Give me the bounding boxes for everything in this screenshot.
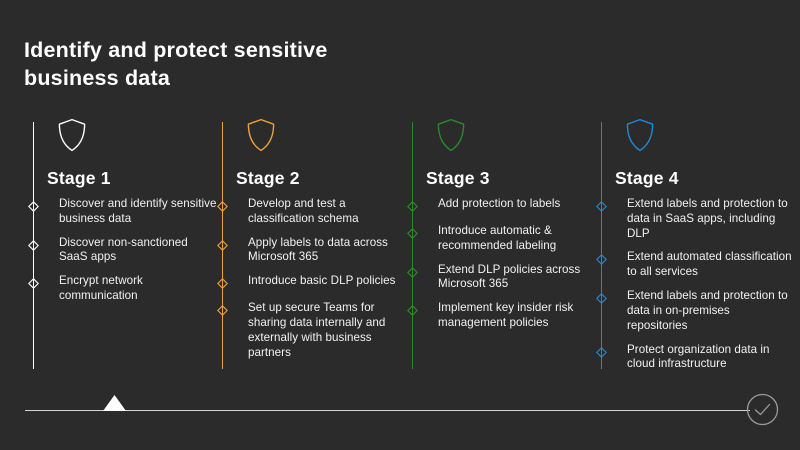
list-item-label: Extend labels and protection to data in … [627, 197, 788, 240]
diamond-bullet-icon [216, 199, 228, 212]
stage-item-list-1: Discover and identify sensitive business… [27, 197, 223, 313]
stage-item-list-4: Extend labels and protection to data in … [595, 197, 797, 381]
list-item-label: Implement key insider risk management po… [438, 301, 574, 330]
diamond-bullet-icon [216, 238, 228, 251]
list-item: Extend labels and protection to data in … [595, 197, 797, 241]
list-item: Introduce basic DLP policies [216, 274, 412, 292]
diamond-bullet-icon [216, 303, 228, 317]
diamond-bullet-icon [27, 276, 39, 290]
shield-icon [246, 118, 276, 152]
stage-heading-1: Stage 1 [47, 168, 111, 188]
list-item-label: Extend labels and protection to data in … [627, 289, 788, 332]
shield-icon [625, 118, 655, 152]
diamond-bullet-icon [406, 265, 418, 278]
diamond-bullet-icon [27, 238, 39, 251]
list-item-label: Introduce automatic & recommended labeli… [438, 224, 557, 252]
diamond-bullet-icon [406, 303, 418, 317]
stage-rule-2 [222, 122, 224, 369]
diamond-bullet-icon [406, 199, 418, 212]
list-item-label: Set up secure Teams for sharing data int… [248, 301, 386, 359]
list-item: Extend automated classification to all s… [595, 250, 797, 280]
stage-heading-2: Stage 2 [236, 168, 300, 188]
list-item: Develop and test a classification schema [216, 197, 412, 227]
diamond-bullet-icon [406, 226, 418, 239]
diamond-bullet-icon [27, 199, 39, 212]
stage-heading-3: Stage 3 [426, 168, 490, 188]
stage-item-list-2: Develop and test a classification schema… [216, 197, 412, 370]
list-item: Implement key insider risk management po… [406, 301, 602, 331]
diamond-bullet-icon [595, 252, 607, 266]
list-item-label: Encrypt network communication [59, 274, 143, 303]
list-item-label: Add protection to labels [438, 197, 561, 210]
list-item: Set up secure Teams for sharing data int… [216, 301, 412, 360]
list-item-label: Discover non-sanctioned SaaS apps [59, 235, 188, 264]
diamond-bullet-icon [595, 291, 607, 305]
stage-rule-3 [412, 122, 414, 369]
list-item: Extend DLP policies across Microsoft 365 [406, 262, 602, 293]
list-item: Add protection to labels [406, 197, 602, 215]
list-item: Encrypt network communication [27, 274, 223, 304]
list-item: Protect organization data in cloud infra… [595, 342, 797, 373]
list-item-label: Protect organization data in cloud infra… [627, 342, 770, 371]
list-item-label: Develop and test a classification schema [248, 197, 359, 225]
list-item: Discover non-sanctioned SaaS apps [27, 235, 223, 266]
list-item-label: Extend automated classification to all s… [627, 250, 792, 279]
stage-rule-1 [33, 122, 35, 369]
list-item: Introduce automatic & recommended labeli… [406, 224, 602, 254]
list-item: Discover and identify sensitive business… [27, 197, 223, 227]
page-title: Identify and protect sensitive business … [24, 38, 328, 91]
diamond-bullet-icon [595, 345, 607, 358]
diamond-bullet-icon [595, 199, 607, 212]
stage-rule-4 [601, 122, 603, 369]
list-item-label: Extend DLP policies across Microsoft 365 [438, 262, 581, 291]
diamond-bullet-icon [216, 276, 228, 290]
stage-heading-4: Stage 4 [615, 168, 679, 188]
list-item-label: Introduce basic DLP policies [248, 274, 396, 288]
shield-icon [436, 118, 466, 152]
list-item: Apply labels to data across Microsoft 36… [216, 235, 412, 266]
list-item: Extend labels and protection to data in … [595, 289, 797, 333]
shield-icon [57, 118, 87, 152]
list-item-label: Apply labels to data across Microsoft 36… [248, 235, 388, 264]
list-item-label: Discover and identify sensitive business… [59, 197, 217, 225]
